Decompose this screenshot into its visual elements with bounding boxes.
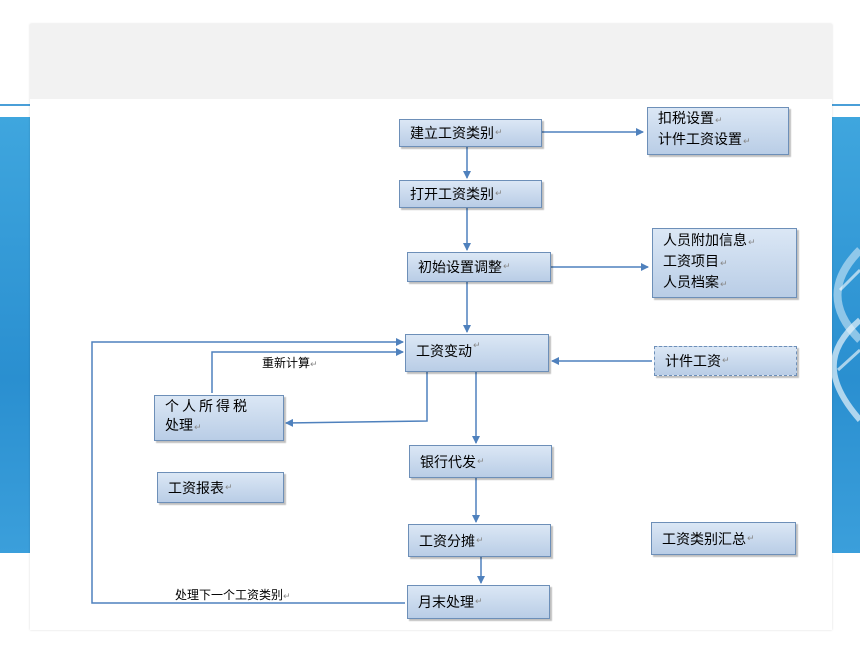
paragraph-mark: ↵ [476,535,484,546]
node-line: 工资项目↵ [663,253,728,270]
paragraph-mark: ↵ [310,360,318,370]
node-text: 建立工资类别 [410,126,494,142]
node-text: 打开工资类别 [410,187,494,203]
node-category-summary: 工资类别汇总↵ [651,522,796,555]
node-text: 月末处理 [418,595,474,611]
paragraph-mark: ↵ [722,356,730,366]
paragraph-mark: ↵ [283,592,291,602]
decorative-helix [830,247,860,422]
node-text: 银行代发 [420,454,476,471]
paragraph-mark: ↵ [477,456,485,467]
paragraph-mark: ↵ [225,482,233,493]
node-open-category: 打开工资类别↵ [399,180,542,208]
node-init-items: 人员附加信息↵ 工资项目↵ 人员档案↵ [652,228,797,298]
paragraph-mark: ↵ [747,533,755,544]
node-month-end: 月末处理↵ [407,585,550,619]
node-bank-transfer: 银行代发↵ [409,445,552,478]
label-next-category: 处理下一个工资类别↵ [175,588,291,602]
node-piece-wage: 计件工资↵ [654,346,797,376]
arrow-monthend-loop [91,338,405,604]
slide-title-area [30,24,832,99]
node-salary-change: 工资变动↵ [405,334,549,372]
paragraph-mark: ↵ [495,128,503,138]
arrow-change-to-tax [285,372,428,427]
node-text: 工资类别汇总 [662,531,746,548]
node-line: 处理↵ [165,418,202,434]
node-line: 人员附加信息↵ [663,232,756,249]
node-line: 扣税设置↵ [658,111,723,127]
node-text: 初始设置调整 [418,260,502,276]
node-income-tax: 个人所得税 处理↵ [154,395,284,441]
paragraph-mark: ↵ [473,341,481,351]
node-salary-report: 工资报表↵ [157,472,284,503]
paragraph-mark: ↵ [495,189,503,199]
paragraph-mark: ↵ [715,116,723,126]
paragraph-mark: ↵ [743,137,751,147]
node-text: 计件工资 [665,354,721,370]
arrow-tax-to-change [211,348,404,393]
paragraph-mark: ↵ [503,262,511,272]
node-line: 个人所得税 [165,399,250,415]
node-salary-allocation: 工资分摊↵ [408,524,551,557]
node-text: 工资分摊 [419,533,475,550]
paragraph-mark: ↵ [720,279,728,290]
paragraph-mark: ↵ [748,237,756,248]
paragraph-mark: ↵ [475,597,483,607]
node-build-category: 建立工资类别↵ [399,119,542,147]
label-recalculate: 重新计算↵ [262,356,318,370]
paragraph-mark: ↵ [194,423,202,433]
node-text: 工资变动 [416,344,472,360]
paragraph-mark: ↵ [720,258,728,269]
node-tax-settings: 扣税设置↵ 计件工资设置↵ [647,107,789,155]
node-line: 人员档案↵ [663,274,728,291]
node-line: 计件工资设置↵ [658,132,751,148]
node-init-adjust: 初始设置调整↵ [407,252,551,282]
node-text: 工资报表 [168,480,224,497]
